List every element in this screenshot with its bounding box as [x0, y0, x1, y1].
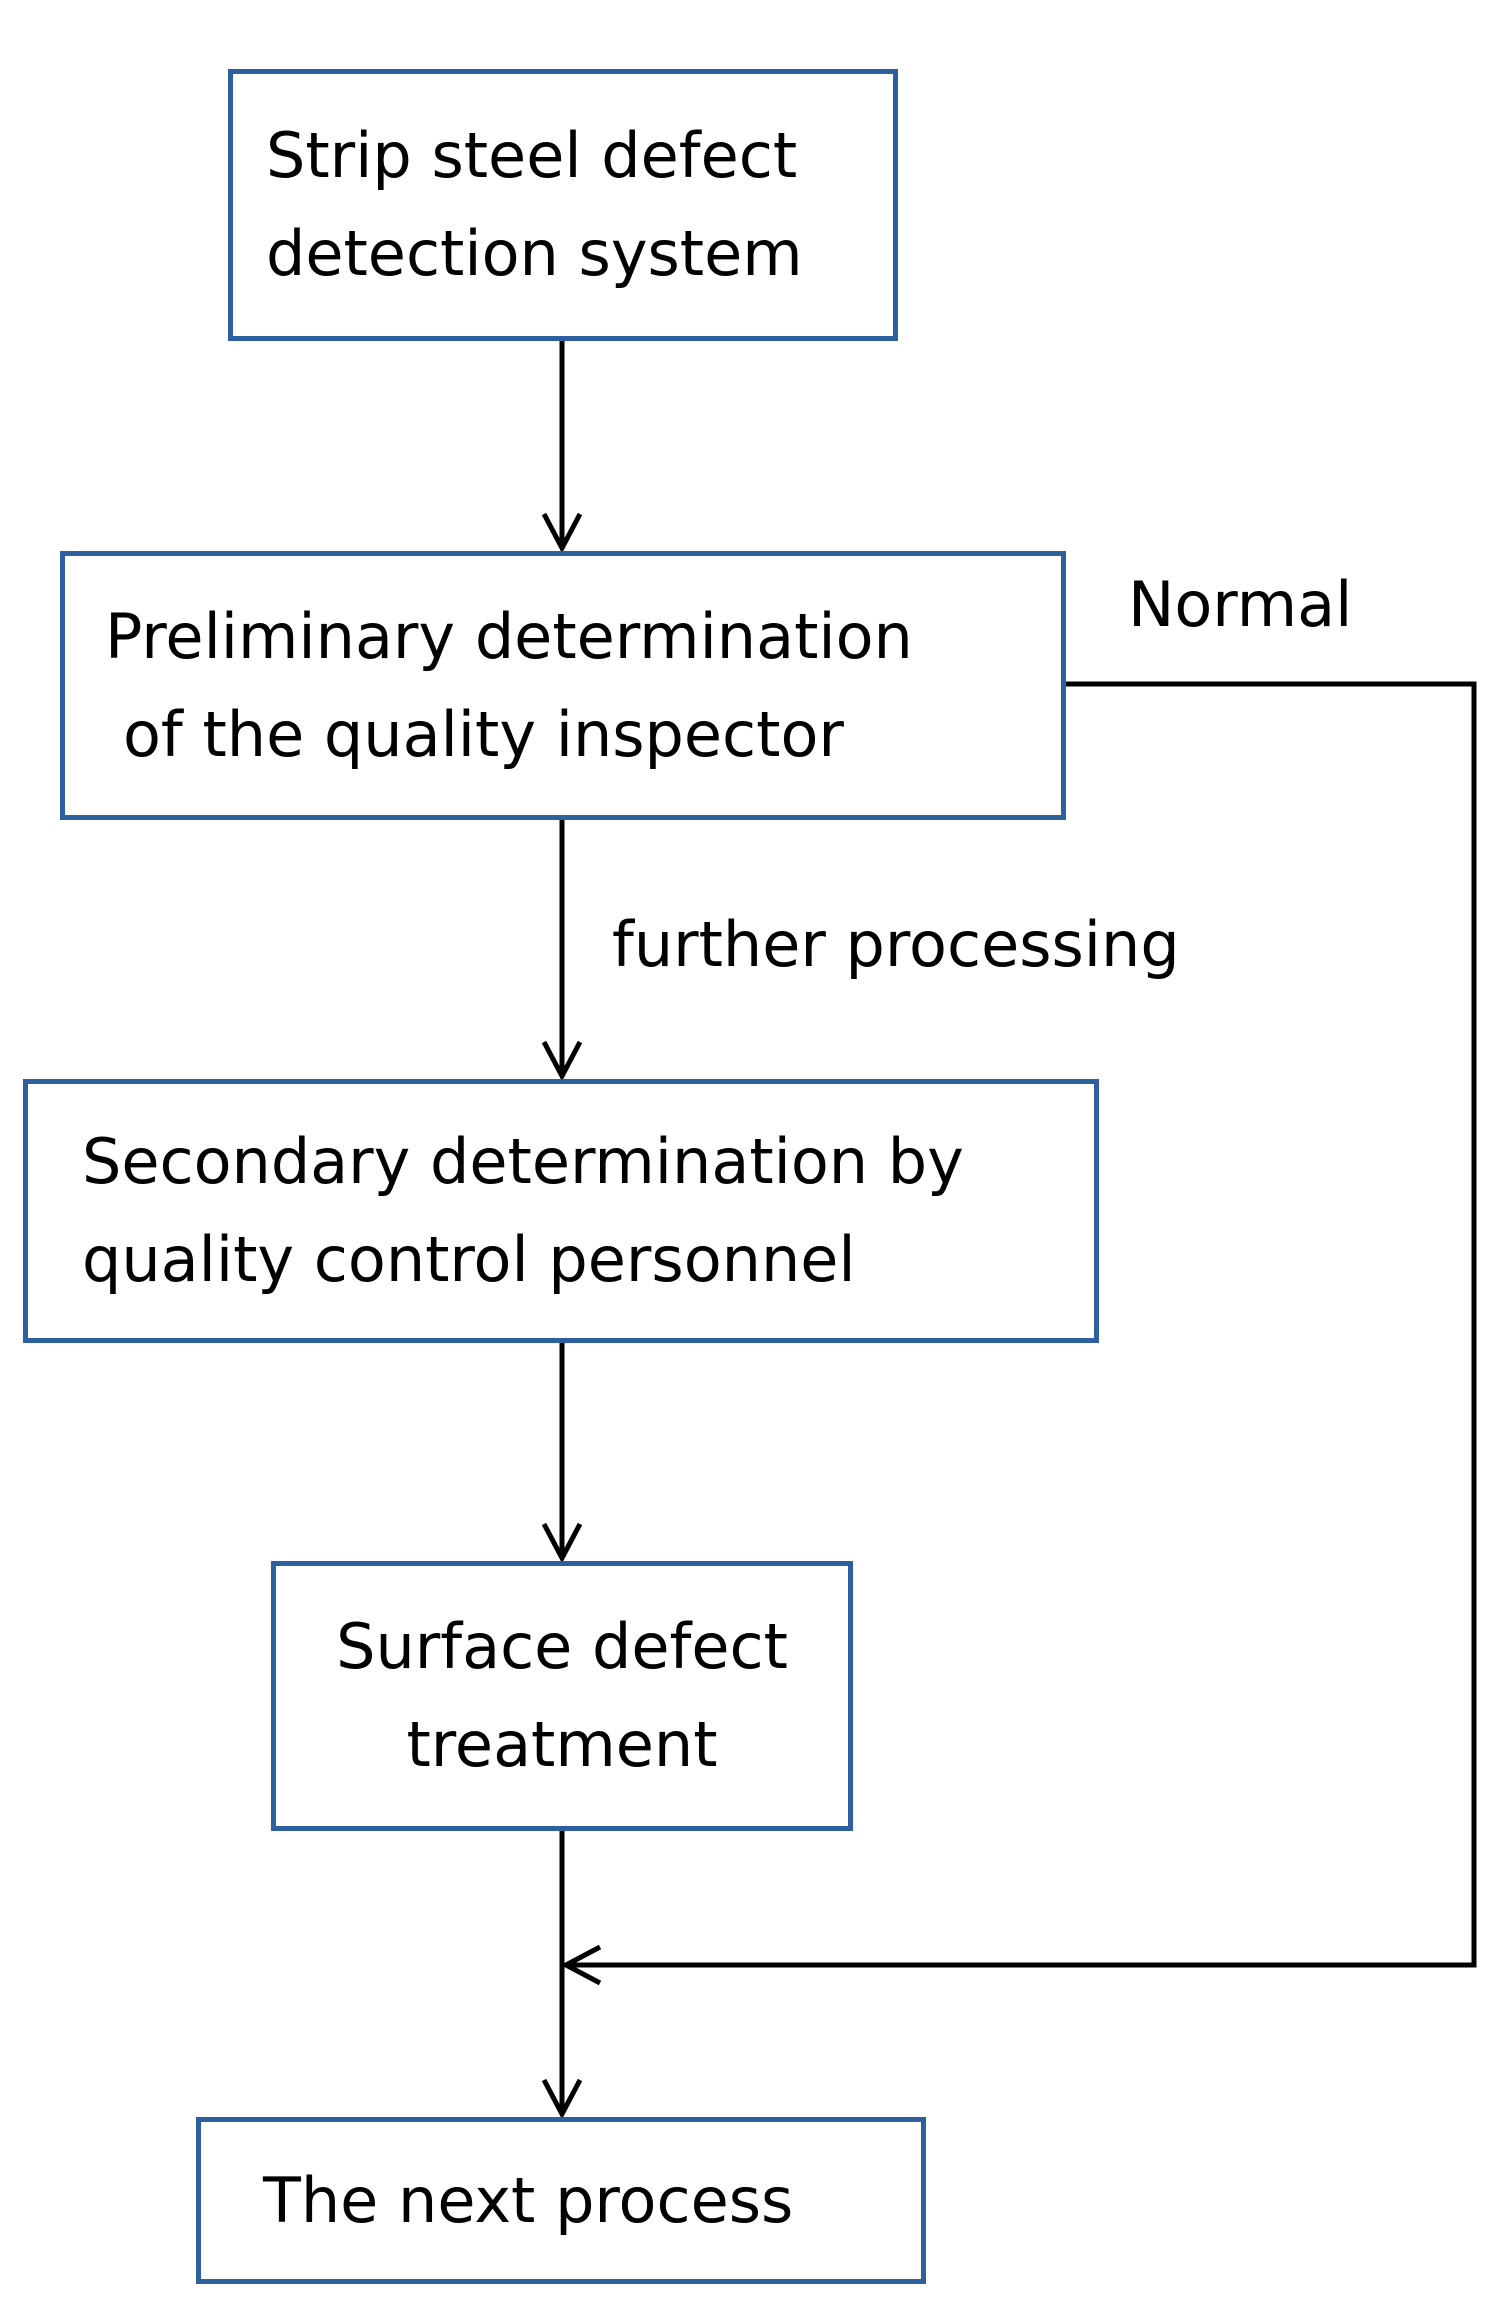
node-next-process-line-1: The next process	[263, 2163, 794, 2237]
node-preliminary: Preliminary determination of the quality…	[60, 551, 1066, 820]
normal-bypass-line	[566, 681, 1477, 1968]
node-detection-system-line-2: detection system	[266, 217, 803, 290]
edge-label-further-processing: further processing	[612, 908, 1180, 981]
node-preliminary-line-2: of the quality inspector	[123, 697, 844, 771]
arrowhead-next-process	[541, 2078, 583, 2120]
node-next-process: The next process	[196, 2117, 926, 2284]
node-detection-system: Strip steel defect detection system	[228, 69, 898, 341]
node-surface-treatment: Surface defect treatment	[271, 1561, 853, 1831]
node-secondary-line-1: Secondary determination by	[82, 1125, 964, 1198]
arrowhead-preliminary	[541, 512, 583, 554]
arrowhead-surface	[541, 1522, 583, 1564]
node-detection-system-line-1: Strip steel defect	[266, 119, 798, 192]
node-secondary: Secondary determination by quality contr…	[23, 1079, 1099, 1343]
node-preliminary-line-1: Preliminary determination	[105, 599, 913, 673]
edge-label-normal: Normal	[1128, 568, 1353, 641]
node-surface-treatment-line-2: treatment	[406, 1708, 718, 1781]
node-secondary-line-2: quality control personnel	[82, 1223, 856, 1296]
node-surface-treatment-line-1: Surface defect	[336, 1610, 788, 1683]
arrowhead-secondary	[541, 1040, 583, 1082]
arrowhead-bypass-merge	[560, 1944, 602, 1986]
